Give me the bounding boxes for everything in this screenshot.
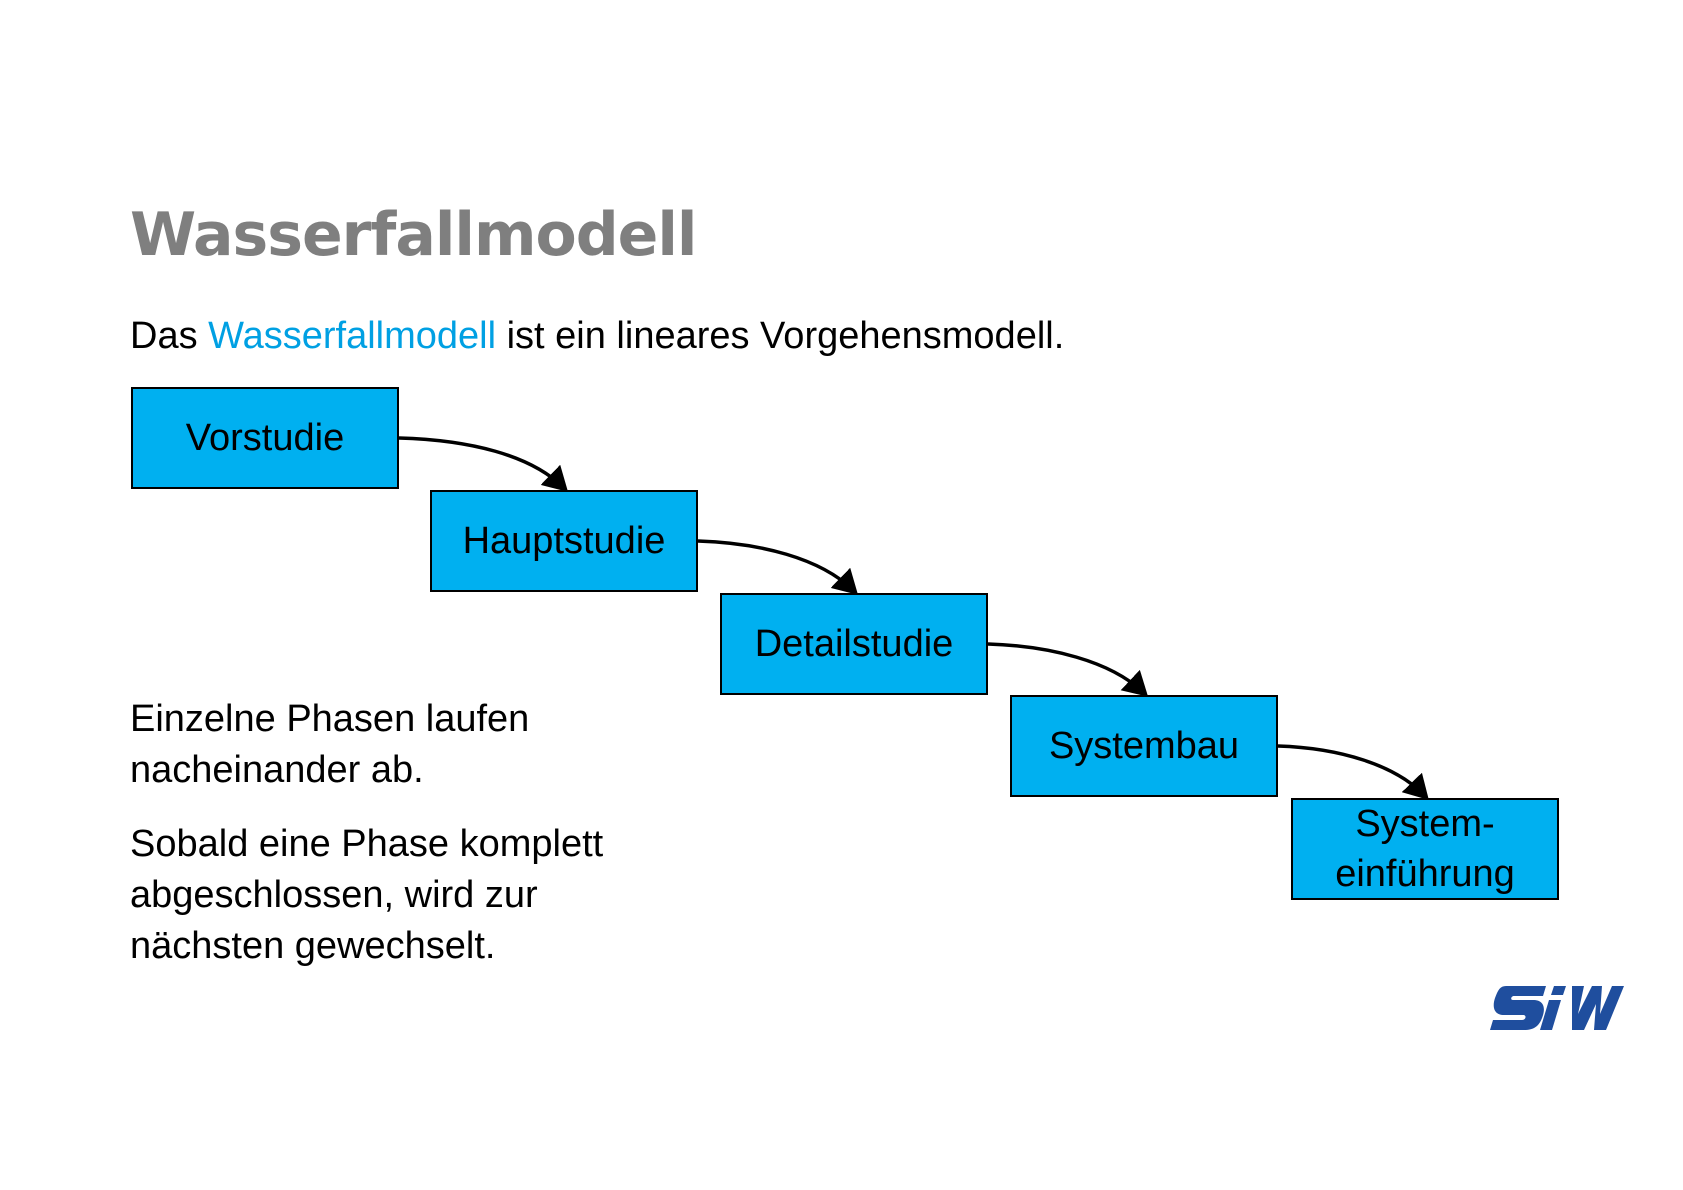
arrow-vorstudie-to-hauptstudie	[398, 436, 569, 492]
siw-logo-icon	[1490, 986, 1624, 1030]
slide-title: Wasserfallmodell	[130, 200, 697, 270]
paragraph-line: abgeschlossen, wird zur	[130, 874, 538, 916]
intro-text: Das Wasserfallmodell ist ein lineares Vo…	[130, 315, 1064, 358]
description-paragraph-1: Einzelne Phasen laufen nacheinander ab.	[130, 694, 529, 796]
phase-label: Hauptstudie	[462, 520, 666, 562]
paragraph-line: Einzelne Phasen laufen	[130, 698, 530, 740]
intro-highlight-term: Wasserfallmodell	[208, 315, 497, 357]
phase-label-line2: einführung	[1335, 853, 1515, 895]
phase-label: Systembau	[1048, 725, 1240, 767]
arrow-hauptstudie-to-detailstudie	[697, 539, 859, 595]
phase-box-systembau: Systembau	[1010, 695, 1278, 797]
paragraph-line: nacheinander ab.	[130, 749, 424, 791]
intro-after: ist ein lineares Vorgehensmodell.	[496, 315, 1065, 357]
arrow-systembau-to-systemeinfuehrung	[1277, 744, 1429, 801]
intro-before: Das	[130, 315, 209, 357]
phase-box-systemeinfuehrung: System- einführung	[1291, 798, 1559, 900]
phase-label: Detailstudie	[754, 623, 954, 665]
paragraph-line: Sobald eine Phase komplett	[130, 823, 604, 865]
phase-box-vorstudie: Vorstudie	[131, 387, 399, 489]
description-paragraph-2: Sobald eine Phase komplett abgeschlossen…	[130, 819, 603, 972]
phase-box-detailstudie: Detailstudie	[720, 593, 988, 695]
phase-box-hauptstudie: Hauptstudie	[430, 490, 698, 592]
phase-label: Vorstudie	[185, 417, 345, 459]
arrow-detailstudie-to-systembau	[987, 642, 1149, 697]
phase-label-line1: System-	[1355, 803, 1495, 845]
paragraph-line: nächsten gewechselt.	[130, 925, 496, 967]
